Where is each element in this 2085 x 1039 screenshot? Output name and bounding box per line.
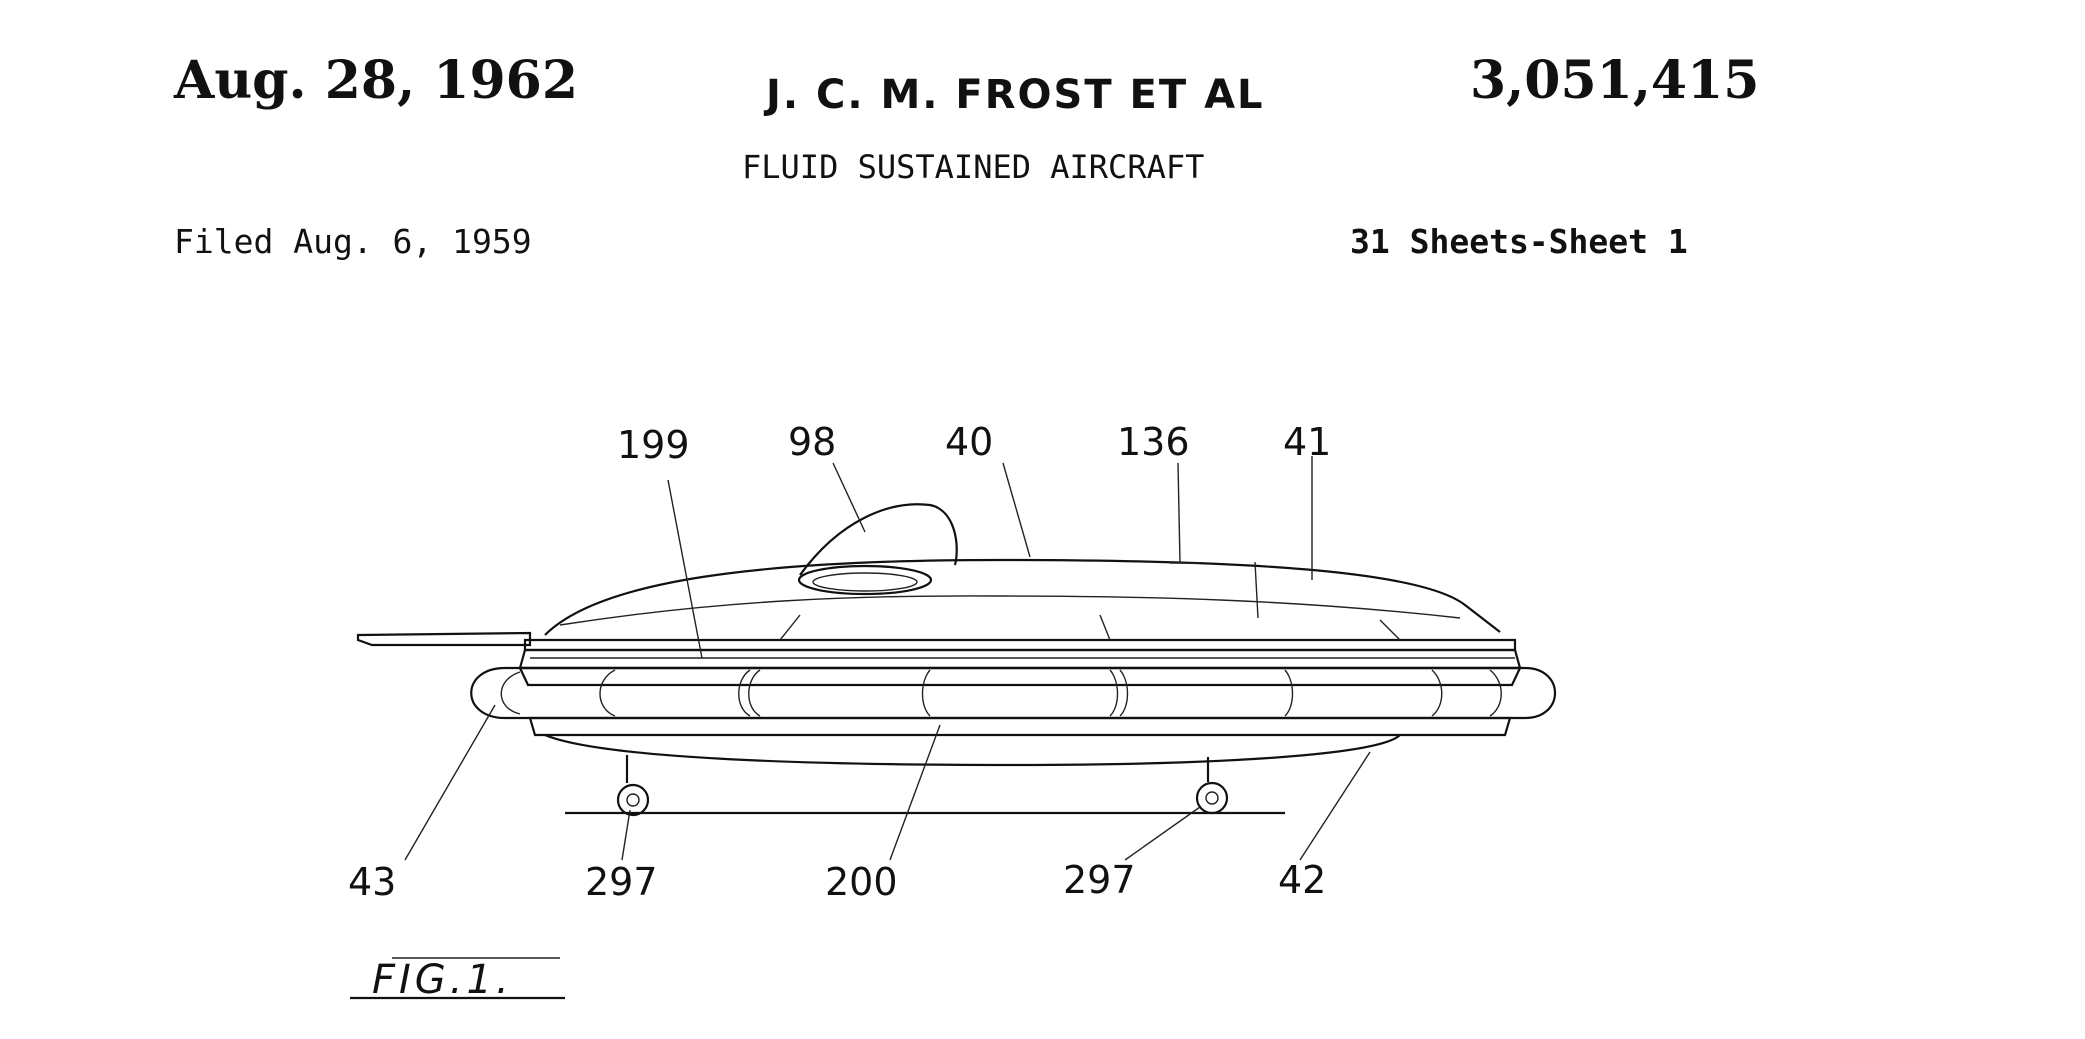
ref-40: 40 (945, 420, 993, 464)
leader-lines (404, 456, 1371, 861)
landing-gear-left (616, 755, 650, 817)
landing-gear-right (1195, 757, 1229, 815)
ref-200: 200 (825, 860, 898, 904)
ref-199: 199 (617, 423, 690, 467)
ref-98: 98 (788, 420, 836, 464)
inventor-name: J. C. M. FROST ET AL (766, 72, 1265, 118)
filing-date: Filed Aug. 6, 1959 (174, 222, 532, 261)
ref-136: 136 (1117, 420, 1190, 464)
lower-fuselage (528, 716, 1512, 767)
figure-label: FIG.1. (372, 957, 513, 1003)
upper-fuselage (544, 558, 1501, 636)
ref-297-right: 297 (1063, 858, 1136, 902)
ref-42: 42 (1278, 858, 1326, 902)
patent-title: FLUID SUSTAINED AIRCRAFT (742, 148, 1205, 186)
ref-297-left: 297 (585, 860, 658, 904)
canopy (797, 503, 958, 596)
upper-ring (518, 614, 1522, 687)
tail-boom (356, 631, 532, 647)
patent-number: 3,051,415 (1470, 50, 1760, 111)
sheet-count: 31 Sheets-Sheet 1 (1350, 222, 1688, 261)
patent-date: Aug. 28, 1962 (174, 50, 579, 111)
ref-43: 43 (348, 860, 396, 904)
annular-ring (470, 666, 1557, 720)
ref-41: 41 (1283, 420, 1331, 464)
